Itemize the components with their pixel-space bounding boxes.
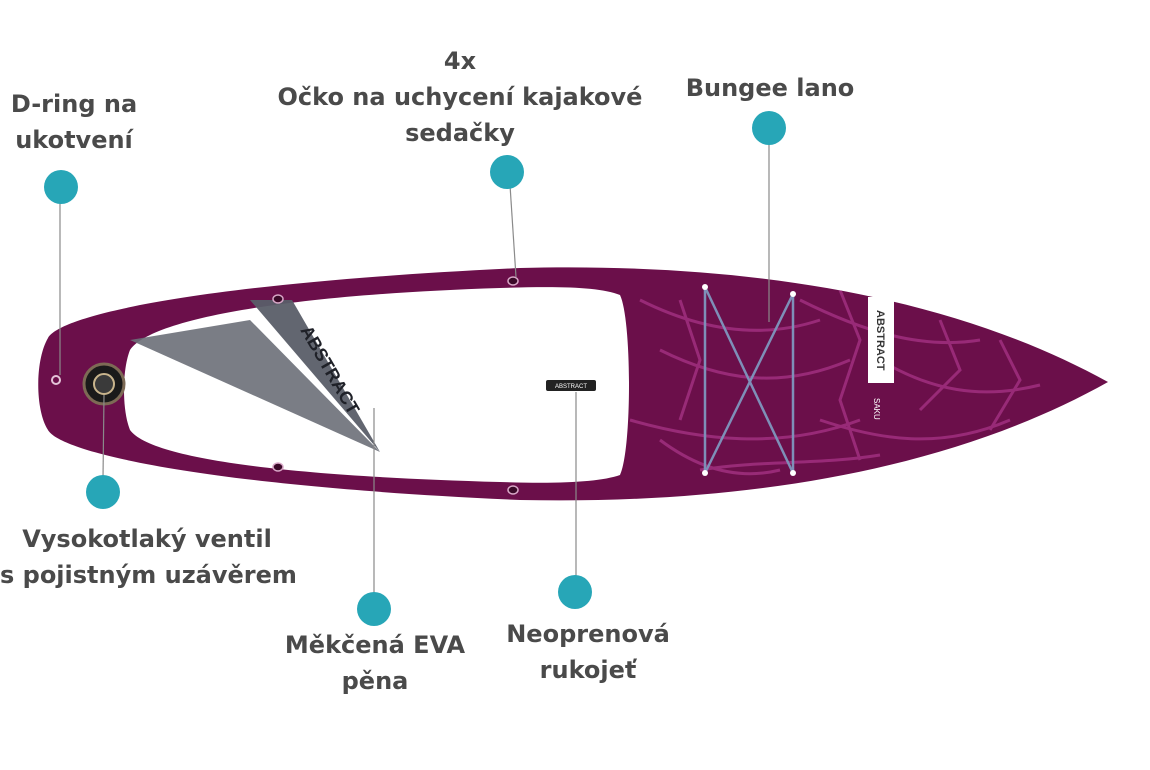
bungee-cord xyxy=(703,286,795,474)
valve xyxy=(82,362,126,406)
label-dring: D-ring na ukotvení xyxy=(10,90,138,154)
neoprene-handle xyxy=(546,380,596,391)
callout-dot-eva xyxy=(357,592,391,626)
label-bungee: Bungee lano xyxy=(685,74,855,102)
callout-dot-handle xyxy=(558,575,592,609)
bungee-anchors xyxy=(702,284,796,476)
leader-lines xyxy=(59,142,770,595)
seat-eyelets xyxy=(272,276,519,495)
nose-logo-badge xyxy=(868,297,894,383)
nose-model-text: SAKU xyxy=(872,398,881,420)
handle-brand-text: ABSTRACT xyxy=(555,384,587,390)
callout-dot-bungee xyxy=(752,111,786,145)
callout-dot-eyelet xyxy=(490,155,524,189)
nose-brand-text: ABSTRACT xyxy=(874,310,886,371)
grey-accent-pad xyxy=(130,320,380,452)
label-valve: Vysokotlaký ventil s pojistným uzávěrem xyxy=(0,525,297,589)
label-eva: Měkčená EVA pěna xyxy=(284,631,466,695)
label-eyelet: 4x Očko na uchycení kajakové sedačky xyxy=(277,47,643,147)
callout-dot-valve xyxy=(86,475,120,509)
grey-accent-stripe xyxy=(250,300,380,452)
d-ring xyxy=(51,375,61,385)
callout-dot-dring xyxy=(44,170,78,204)
label-handle: Neoprenová rukojeť xyxy=(506,620,670,684)
